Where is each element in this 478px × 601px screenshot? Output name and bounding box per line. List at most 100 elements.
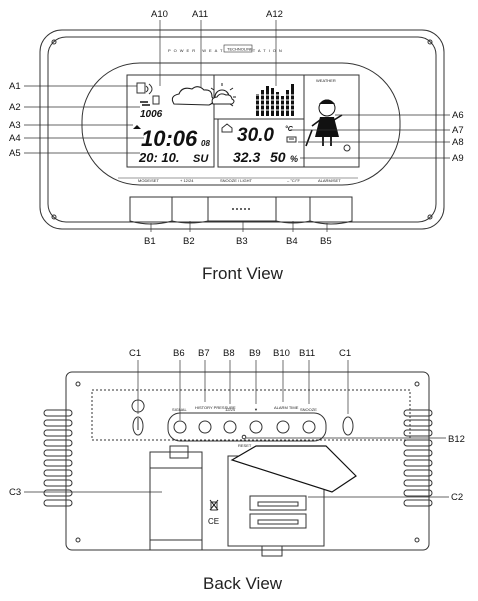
button-b7[interactable] xyxy=(198,420,212,434)
front-buttons xyxy=(129,196,353,225)
weather-girl-figure xyxy=(305,99,351,152)
comfort-icon xyxy=(286,136,297,143)
button-b11[interactable] xyxy=(302,420,316,434)
back-view: SIGNAL HISTORY PRESSURE 12/24 ▼ ALARM TI… xyxy=(9,348,465,593)
alarm-bell-icon xyxy=(133,125,141,129)
label-a2: A2 xyxy=(9,102,21,113)
vent-slots-left xyxy=(43,409,73,507)
label-b5: B5 xyxy=(320,236,332,247)
screw-dot xyxy=(427,214,433,220)
label-b12: B12 xyxy=(448,434,465,445)
screw-dot xyxy=(75,537,81,543)
label-back-12-24: 12/24 xyxy=(225,407,236,412)
button-b9[interactable] xyxy=(249,420,263,434)
label-b6: B6 xyxy=(173,348,185,359)
label-a10: A10 xyxy=(151,9,168,20)
label-b11: B11 xyxy=(299,348,315,359)
weee-bin-icon xyxy=(209,499,219,511)
label-a3: A3 xyxy=(9,120,21,131)
label-a7: A7 xyxy=(452,125,464,136)
wall-mount-hole-right-slot xyxy=(342,416,354,436)
label-a5: A5 xyxy=(9,148,21,159)
back-button-panel xyxy=(167,412,327,442)
screw-dot xyxy=(75,381,81,387)
table-stand xyxy=(149,445,203,551)
outdoor-temp: 32.3 xyxy=(233,149,260,165)
front-view-title: Front View xyxy=(202,264,284,283)
label-b1: B1 xyxy=(144,236,156,247)
temp-unit: °C xyxy=(285,125,294,133)
ce-mark: CE xyxy=(208,517,219,526)
outdoor-humidity: 50 xyxy=(270,149,286,165)
wall-mount-hole-left-slot xyxy=(132,416,144,436)
label-a1: A1 xyxy=(9,81,21,92)
back-housing xyxy=(65,371,430,551)
vent-slots-right xyxy=(403,409,433,507)
label-snooze: SNOOZE xyxy=(300,407,317,412)
label-celsius-fahrenheit: – °C/°F xyxy=(287,178,301,183)
tendency-label: WEATHER xyxy=(316,78,336,83)
front-view: POWER WEATHER STATION TECHNOLINE 1006 xyxy=(9,9,464,283)
radio-signal-icon xyxy=(136,82,153,95)
weekday-display: SU xyxy=(193,153,209,165)
label-a9: A9 xyxy=(452,153,464,164)
screw-dot xyxy=(414,381,420,387)
label-b9: B9 xyxy=(249,348,261,359)
date-display: 20: 10. xyxy=(138,150,179,165)
button-b4[interactable] xyxy=(275,196,311,224)
button-b1[interactable] xyxy=(129,196,173,225)
label-c1-right: C1 xyxy=(339,348,351,359)
screw-dot xyxy=(427,39,433,45)
front-housing-inner xyxy=(47,36,437,223)
humidity-unit: % xyxy=(290,154,298,164)
button-b8[interactable] xyxy=(223,420,237,434)
time-display: 10:06 xyxy=(141,126,198,151)
screw-dot xyxy=(414,537,420,543)
label-a6: A6 xyxy=(452,110,464,121)
battery-icon xyxy=(152,95,160,105)
label-c3: C3 xyxy=(9,487,21,498)
label-a11: A11 xyxy=(192,9,208,20)
button-b5[interactable] xyxy=(309,196,353,225)
indoor-icon xyxy=(221,123,233,133)
label-alarm-set: ALARM/SET xyxy=(318,178,341,183)
label-history-pressure: HISTORY PRESSURE xyxy=(195,405,236,410)
label-b10: B10 xyxy=(273,348,290,359)
back-inner-dashed xyxy=(91,389,411,441)
label-b4: B4 xyxy=(286,236,298,247)
label-a4: A4 xyxy=(9,133,21,144)
screw-dot xyxy=(51,214,57,220)
label-b8: B8 xyxy=(223,348,235,359)
weather-forecast-icon xyxy=(171,83,236,107)
label-b2: B2 xyxy=(183,236,195,247)
label-alarm-time: ALARM TIME xyxy=(274,405,299,410)
label-c2: C2 xyxy=(451,492,463,503)
button-b10[interactable] xyxy=(276,420,290,434)
seconds-display: 08 xyxy=(201,139,210,148)
alarm-icon xyxy=(140,101,150,106)
pressure-graph-grid xyxy=(254,94,296,111)
label-a12: A12 xyxy=(266,9,283,20)
lcd-figure-panel xyxy=(303,74,360,168)
brand-logo: TECHNOLINE xyxy=(227,47,253,52)
label-down: ▼ xyxy=(254,407,258,412)
brand-logo-box xyxy=(223,44,253,53)
screw-dot xyxy=(51,39,57,45)
label-12-24: + 12/24 xyxy=(180,178,194,183)
label-mode-set: MODE/SET xyxy=(138,178,159,183)
reset-button[interactable] xyxy=(241,434,247,440)
front-housing xyxy=(39,29,445,230)
display-oval xyxy=(81,62,401,186)
label-b7: B7 xyxy=(198,348,210,359)
button-b2[interactable] xyxy=(171,196,209,224)
label-reset: RESET xyxy=(238,443,252,448)
back-view-title: Back View xyxy=(203,574,283,593)
battery-compartment xyxy=(227,445,357,557)
label-b3: B3 xyxy=(236,236,248,247)
label-a8: A8 xyxy=(452,137,464,148)
label-c1-left: C1 xyxy=(129,348,141,359)
label-snooze-light: SNOOZE / LIGHT xyxy=(220,178,253,183)
lcd-left-panel xyxy=(126,74,215,168)
button-b6[interactable] xyxy=(173,420,187,434)
